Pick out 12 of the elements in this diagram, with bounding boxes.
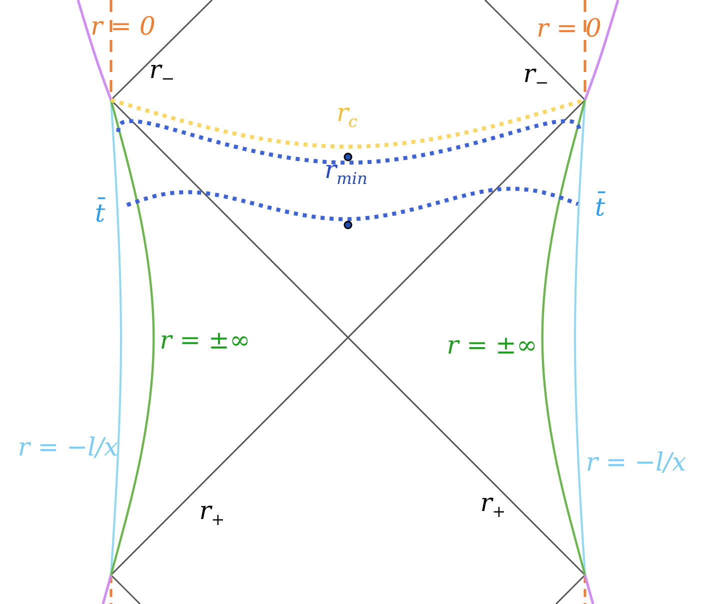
- math-label: r$_{−}$: [523, 60, 549, 92]
- math-label: r$_{min}$: [324, 156, 368, 188]
- math-label: r = 0: [536, 16, 602, 40]
- math-label: r = −l/x: [586, 450, 686, 474]
- math-label: r = −l/x: [18, 434, 118, 460]
- math-label: r = ±∞: [446, 332, 538, 358]
- math-label: r$_{+}$: [199, 498, 225, 528]
- math-label: r$_{c}$: [336, 100, 358, 130]
- math-label: r = ±∞: [160, 328, 250, 352]
- math-label: r$_{+}$: [480, 490, 506, 520]
- math-label: r = 0: [90, 14, 156, 38]
- math-label: r$_{−}$: [149, 56, 175, 88]
